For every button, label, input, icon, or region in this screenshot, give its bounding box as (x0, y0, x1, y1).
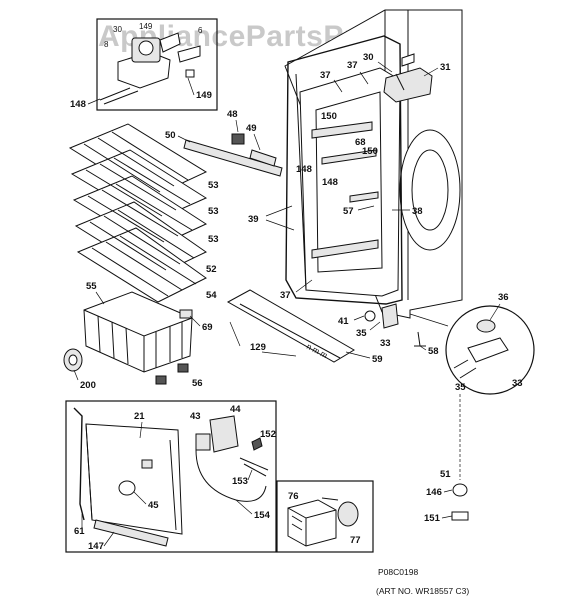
callout-44: 44 (230, 404, 241, 415)
callout-61: 61 (74, 526, 85, 537)
callout-148a: 148 (70, 99, 86, 110)
callout-76: 76 (288, 491, 299, 502)
callout-154: 154 (254, 510, 271, 521)
callout-49: 49 (246, 123, 257, 134)
figure-code: P08C0198 (378, 567, 418, 577)
callout-51: 51 (440, 469, 451, 480)
callout-53a: 53 (208, 180, 219, 191)
callout-33a: 33 (380, 338, 391, 349)
callout-36: 36 (498, 292, 509, 303)
callout-77: 77 (350, 535, 361, 546)
callout-33b: 33 (512, 378, 523, 389)
callout-146: 146 (426, 487, 442, 498)
callout-68: 68 (355, 137, 366, 148)
callout-150a: 150 (321, 111, 337, 122)
callout-8: 8 (104, 40, 109, 49)
callout-149a: 149 (139, 22, 153, 31)
callout-45: 45 (148, 500, 159, 511)
callout-41: 41 (338, 316, 349, 327)
callout-69: 69 (202, 322, 213, 333)
callout-148b: 148 (296, 164, 312, 175)
callout-35a: 35 (356, 328, 367, 339)
callout-150b: 150 (362, 146, 378, 157)
callout-37c: 37 (280, 290, 291, 301)
callout-58: 58 (428, 346, 439, 357)
callout-37a: 37 (347, 60, 358, 71)
inset-fan-motor (96, 18, 218, 111)
callout-31: 31 (440, 62, 451, 73)
callout-200: 200 (80, 380, 96, 391)
inset-accessory (276, 480, 374, 553)
callout-43: 43 (190, 411, 201, 422)
inset-control-panel (65, 400, 277, 553)
storage-basket (83, 291, 193, 373)
part-56b (177, 363, 189, 373)
callout-6: 6 (198, 26, 203, 35)
callout-152: 152 (260, 429, 276, 440)
fan-cover-assembly (383, 53, 433, 103)
callout-21: 21 (134, 411, 145, 422)
lower-hinge (364, 303, 426, 347)
wire-shelves (68, 123, 208, 303)
art-number: (ART NO. WR18557 C3) (376, 586, 469, 596)
callout-149b: 149 (196, 90, 212, 101)
callout-56: 56 (192, 378, 203, 389)
top-cover-bar (183, 133, 283, 177)
callout-59: 59 (372, 354, 383, 365)
part-56 (155, 375, 167, 385)
callout-30b: 30 (363, 52, 374, 63)
callout-35b: 35 (455, 382, 466, 393)
callout-38: 38 (412, 206, 423, 217)
callout-39: 39 (248, 214, 259, 225)
leveling-leg (451, 394, 469, 521)
callout-53c: 53 (208, 234, 219, 245)
callout-148c: 148 (322, 177, 338, 188)
callout-53b: 53 (208, 206, 219, 217)
callout-153: 153 (232, 476, 248, 487)
callout-151: 151 (424, 513, 441, 524)
callout-48: 48 (227, 109, 238, 120)
callout-55: 55 (86, 281, 97, 292)
control-knob (63, 348, 83, 372)
callout-52: 52 (206, 264, 217, 275)
callout-30: 30 (113, 25, 122, 34)
callout-129: 129 (250, 342, 266, 353)
kickplate: n m m (226, 289, 355, 363)
callout-147: 147 (88, 541, 104, 552)
callout-37b: 37 (320, 70, 331, 81)
callout-57: 57 (343, 206, 354, 217)
hinge-detail-circle (409, 305, 535, 395)
callout-50: 50 (165, 130, 176, 141)
callout-54: 54 (206, 290, 217, 301)
